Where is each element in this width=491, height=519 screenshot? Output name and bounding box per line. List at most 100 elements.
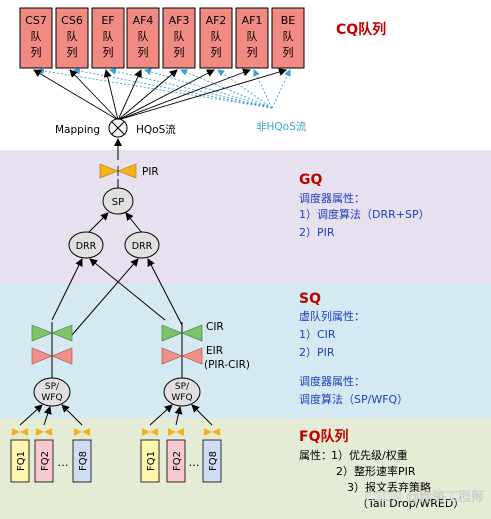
mapping-arrows <box>33 68 287 121</box>
fq-queue-label: FQ1 <box>16 451 27 471</box>
cq-queue-label-char2: 列 <box>283 45 294 59</box>
fq-queue-label: FQ8 <box>208 451 219 471</box>
sq-left-eir-valve-icon <box>31 347 73 365</box>
sq-right-scheduler-label-bottom: WFQ <box>171 393 192 403</box>
non-hqos-flow-label: 非HQoS流 <box>256 120 307 133</box>
drr-node-right-label: DRR <box>132 241 153 252</box>
sq-right-cir-valve-icon <box>161 324 203 342</box>
cq-queue-label-char1: 队 <box>283 29 294 43</box>
drr-node-left <box>68 231 104 259</box>
hqos-flow-label: HQoS流 <box>136 123 176 136</box>
cq-queue-label-char2: 列 <box>103 45 114 59</box>
fq-queue-box <box>10 439 30 483</box>
cq-queue-af1: AF1 队 列 <box>235 7 269 69</box>
fq-queue-label: FQ8 <box>78 451 89 471</box>
fq-attr-1: 1）优先级/权重 <box>331 448 408 462</box>
cq-queue-be: BE 队 列 <box>271 7 305 69</box>
sq-cir-label: CIR <box>206 321 224 333</box>
sq-queue-attr-2: 2）PIR <box>299 346 335 359</box>
cq-queue-label-char2: 列 <box>211 45 222 59</box>
mapping-node <box>108 118 128 138</box>
cq-queue-label-char2: 列 <box>138 45 149 59</box>
sq-right-scheduler-node <box>163 377 201 407</box>
cq-queue-af2: AF2 队 列 <box>199 7 233 69</box>
fq-queue-box <box>140 439 160 483</box>
fq-attr-4: （Tail Drop/WRED） <box>357 497 464 510</box>
cq-queue-label-char2: 列 <box>247 45 258 59</box>
cq-title: CQ队列 <box>336 21 386 38</box>
sp-node <box>102 187 134 215</box>
cq-queue-label-char2: 列 <box>67 45 78 59</box>
gq-pir-label: PIR <box>142 166 159 178</box>
fq-attr-title: 属性： <box>299 448 332 462</box>
fq-right-arrows <box>149 404 213 426</box>
fq-left-group: FQ1 FQ2 … FQ8 <box>10 439 92 483</box>
fq-right-valves <box>142 428 220 436</box>
sq-eir-sub-label: (PIR-CIR) <box>204 359 250 371</box>
sp-node-label: SP <box>112 197 124 208</box>
cq-queue-label-char1: 队 <box>103 29 114 43</box>
cq-queue-name: BE <box>281 14 296 27</box>
cq-queue-label-char2: 列 <box>174 45 185 59</box>
fq-ellipsis: … <box>58 456 69 469</box>
cq-queue-name: AF2 <box>206 14 227 27</box>
sq-eir-label: EIR <box>206 345 223 357</box>
sq-left-scheduler-node <box>33 377 71 407</box>
fq-right-group: FQ1 FQ2 … FQ8 <box>140 439 222 483</box>
mapping-label: Mapping <box>55 124 100 136</box>
sq-left-scheduler-label-top: SP/ <box>45 382 60 392</box>
cq-queue-name: CS6 <box>61 14 83 27</box>
drr-node-right <box>124 231 160 259</box>
sq-band <box>0 284 491 418</box>
cq-queue-label-char1: 队 <box>211 29 222 43</box>
cq-queue-label-char1: 队 <box>138 29 149 43</box>
cq-queue-ef: EF 队 列 <box>91 7 125 69</box>
fq-left-valves <box>12 428 90 436</box>
drr-node-left-label: DRR <box>76 241 97 252</box>
sq-queue-attr-title: 虚队列属性： <box>299 309 365 323</box>
gq-attr-title: 调度器属性： <box>299 191 365 205</box>
fq-queue-label: FQ2 <box>40 451 51 471</box>
cq-queue-cs6: CS6 队 列 <box>55 7 89 69</box>
fq-attr-2: 2）整形速率PIR <box>336 464 416 478</box>
sq-right-to-drr-left <box>89 258 166 321</box>
drr2-to-sp-arrow <box>125 212 143 234</box>
cq-queue-name: CS7 <box>25 14 47 27</box>
cq-queue-cs7: CS7 队 列 <box>19 7 53 69</box>
sq-left-cir-valve-icon <box>31 324 73 342</box>
sq-queue-attr-1: 1）CIR <box>299 328 336 341</box>
fq-queue-box <box>202 439 222 483</box>
sq-right-scheduler-label-top: SP/ <box>175 382 190 392</box>
cq-queue-row: CS7 队 列 CS6 队 列 EF 队 列 AF4 队 列 AF3 队 列 <box>19 7 305 69</box>
cq-queue-name: EF <box>101 14 114 27</box>
gq-title: GQ <box>299 172 322 188</box>
cq-queue-label-char1: 队 <box>67 29 78 43</box>
cq-queue-name: AF4 <box>133 14 154 27</box>
sq-sched-attr-1: 调度算法（SP/WFQ） <box>299 392 408 406</box>
fq-queue-label: FQ1 <box>146 451 157 471</box>
fq-ellipsis: … <box>189 456 200 469</box>
gq-pir-valve-icon <box>99 163 137 179</box>
sq-left-scheduler-label-bottom: WFQ <box>41 393 62 403</box>
fq-title: FQ队列 <box>299 428 348 445</box>
cq-queue-label-char2: 列 <box>31 45 42 59</box>
cq-queue-label-char1: 队 <box>174 29 185 43</box>
fq-attr-3: 3）报文丢弃策略 <box>347 480 431 494</box>
cq-queue-label-char1: 队 <box>247 29 258 43</box>
sq-sched-attr-title: 调度器属性： <box>299 374 365 388</box>
cq-queue-af4: AF4 队 列 <box>126 7 160 69</box>
sq-right-eir-valve-icon <box>161 347 203 365</box>
fq-left-arrows <box>19 404 83 426</box>
fq-queue-box <box>72 439 92 483</box>
sq-title: SQ <box>299 291 321 307</box>
cq-queue-name: AF1 <box>242 14 263 27</box>
sq-left-to-drr-right <box>71 258 139 336</box>
fq-queue-label: FQ2 <box>172 451 183 471</box>
fq-queue-box <box>34 439 54 483</box>
cq-queue-label-char1: 队 <box>31 29 42 43</box>
watermark: CSDN @网络工程师 <box>365 489 484 505</box>
cq-queue-af3: AF3 队 列 <box>162 7 196 69</box>
sq-left-to-drr-left <box>51 258 83 321</box>
